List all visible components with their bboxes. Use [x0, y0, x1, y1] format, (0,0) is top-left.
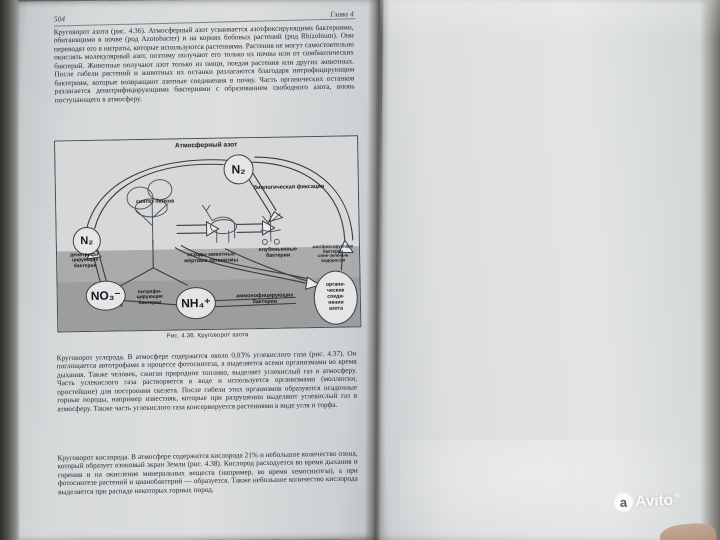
left-page-folio: 504: [53, 14, 66, 24]
page-gutter-shadow: [364, 0, 390, 540]
page-glare: [400, 440, 720, 540]
book-spine-shadow: [0, 0, 20, 540]
label-animal-waste: отходы животных мёртвые организмы: [184, 251, 239, 264]
registered-mark-icon: ®: [674, 492, 681, 501]
label-protein-synthesis: синтез белков: [135, 198, 175, 206]
legume-plant-glyph: [260, 213, 281, 245]
label-denitrifying-bacteria: денитрифи- цирующие бактерии: [70, 251, 100, 269]
tree-glyph: [126, 179, 173, 268]
avito-logo-icon: a: [613, 492, 634, 513]
label-nodule-bacteria: клубеньковые бактерии: [258, 246, 298, 259]
label-nitrifying-bacteria: нитрифи- цирующие бактерии: [136, 288, 163, 306]
figure-nitrogen-cycle: Атмосферный азот N₂ N₂ NO₃⁻ NH₄⁺ органи-…: [54, 135, 362, 333]
left-running-head: Глава 4: [330, 9, 354, 19]
left-page: 504 Глава 4 Круговорот азота (рис. 4.36)…: [7, 0, 385, 540]
label-azotfixing-cyanobacteria: азотфиксирующие бактерии сине-зелёные во…: [312, 243, 354, 263]
label-ammonifying-bacteria: аммонофицирующие бактерии: [236, 292, 294, 305]
avito-wordmark: Avito: [634, 491, 674, 510]
avito-watermark: a Avito ®: [613, 491, 681, 513]
caption-figure-4-36: Рис. 4.36. Круговорот азота: [166, 332, 249, 340]
top-glare: [380, 0, 720, 40]
deer-glyph: [201, 204, 238, 243]
right-page-edge-shadow: [700, 0, 720, 540]
paragraph-oxygen-cycle: Круговорот кислорода. В атмосфере содерж…: [57, 448, 358, 497]
paragraph-nitrogen-cycle: Круговорот азота (рис. 4.36). Атмосферны…: [53, 22, 355, 105]
paragraph-carbon-cycle: Круговорот углерода. В атмосфере содержи…: [56, 348, 358, 413]
